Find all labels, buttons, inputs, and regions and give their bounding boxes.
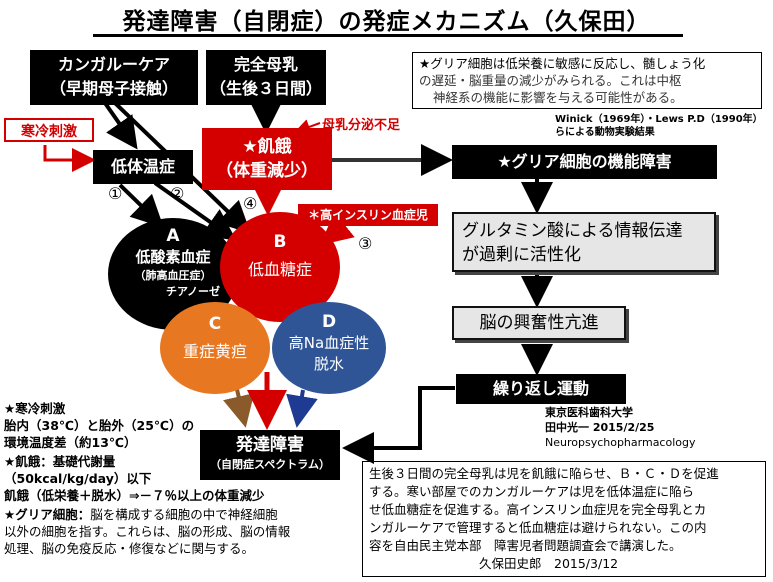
circle-c-jaundice: C 重症黄疸 [160, 302, 270, 394]
circle-a-line3: チアノーゼ [165, 285, 220, 298]
summary-line1: 生後３日間の完全母乳は児を飢餓に陥らせ、Ｂ・Ｃ・Ｄを促進 [369, 466, 719, 481]
kangaroo-care-line1: カンガルーケア [57, 55, 170, 74]
circle-c-line1: 重症黄疸 [182, 342, 247, 361]
tokyo-line3: Neuropsychopharmacology [545, 436, 696, 449]
summary-line3: せ低血糖症を促進する。高インスリン血症児を完全母乳とカ [369, 502, 707, 517]
hypothermia-box: 低体温症 [93, 150, 193, 184]
brain-excitability-box: 脳の興奮性亢進 [452, 306, 626, 340]
breast-milk-line1: 完全母乳 [233, 55, 298, 74]
glia-top-note-line2: の遅延・脳重量の減少がみられる。これは中枢 [419, 73, 682, 88]
breast-milk-box: 完全母乳 （生後３日間） [206, 50, 326, 105]
starv-line2: 飢餓（低栄養＋脱水）⇒－７％以上の体重減少 [4, 488, 265, 503]
marker-3: ③ [358, 234, 373, 253]
hyperinsulin-label: ＊高インスリン血症児 [298, 204, 438, 226]
circle-d-line1: 高Na血症性 [288, 334, 370, 352]
arrow-rep-dev [342, 386, 455, 464]
glia-top-note-line3: 神経系の機能に影響を与える可能性がある。 [433, 90, 683, 105]
kangaroo-care-line2: （早期母子接触） [49, 79, 178, 98]
summary-note: 生後３日間の完全母乳は児を飢餓に陥らせ、Ｂ・Ｃ・Ｄを促進 する。寒い部屋でのカン… [362, 461, 766, 577]
developmental-line1: 発達障害 [236, 435, 304, 455]
tokyo-line2: 田中光一 2015/2/25 [545, 421, 655, 434]
starv-line1: （50kcal/kg/day）以下 [4, 471, 152, 486]
circle-a-letter: A [166, 226, 180, 246]
repetitive-movement-box: 繰り返し運動 [456, 374, 626, 404]
cold-title: ★寒冷刺激 [4, 401, 66, 416]
tokyo-line1: 東京医科歯科大学 [545, 406, 633, 419]
arrow-hypo-b [153, 181, 237, 241]
circle-a-line2: （肺高血圧症） [134, 269, 212, 282]
glia-title: ★グリア細胞： [4, 507, 91, 522]
glutamate-box: グルタミン酸による情報伝達 が過剰に活性化 [452, 212, 716, 272]
winick-line2: らによる動物実験結果 [555, 127, 655, 138]
summary-line5: 容を自由民主党本部 障害児者問題調査会で講演した。 [369, 538, 682, 553]
glutamate-line1: グルタミン酸による情報伝達 [462, 221, 683, 241]
starv-title: ★飢餓：基礎代謝量 [4, 454, 116, 469]
circle-d-line2: 脱水 [313, 355, 344, 373]
developmental-disorder-box: 発達障害 （自閉症スペクトラム） [200, 430, 340, 480]
circle-b-line1: 低血糖症 [247, 260, 312, 279]
glia-dysfunction-box: ★グリア細胞の機能障害 [452, 145, 717, 179]
starvation-line1: ★飢餓 [242, 137, 292, 157]
glia-top-note: ★グリア細胞は低栄養に敏感に反応し、髄しょう化 の遅延・脳重量の減少がみられる。… [412, 52, 762, 109]
arrow-d-dev [286, 389, 318, 428]
glia-line3: 処理、脳の免疫反応・修復などに関与する。 [4, 541, 255, 556]
circle-c-letter: C [208, 314, 222, 334]
breast-milk-line2: （生後３日間） [209, 79, 322, 98]
summary-line2: する。寒い部屋でのカンガルーケアは児を低体温症に陥ら [369, 484, 695, 499]
left-notes: ★寒冷刺激 胎内（38℃）と胎外（25℃）の 環境温度差（約13℃） ★飢餓：基… [4, 400, 354, 557]
circle-d-dehydration: D 高Na血症性 脱水 [272, 302, 386, 394]
glia-top-note-line1: ★グリア細胞は低栄養に敏感に反応し、髄しょう化 [419, 56, 706, 71]
starvation-line2: （体重減少） [216, 161, 318, 181]
arrow-hypo-a [118, 183, 164, 228]
cold-stimulus-label: 寒冷刺激 [4, 118, 94, 142]
arrow-cold-hypo [43, 145, 96, 172]
kangaroo-care-box: カンガルーケア （早期母子接触） [30, 50, 198, 105]
circle-a-line1: 低酸素血症 [135, 248, 211, 266]
summary-signature: 久保田史郎 2015/3/12 [479, 556, 619, 571]
circle-d-letter: D [321, 312, 337, 332]
title-underline [93, 34, 683, 37]
cold-line2: 環境温度差（約13℃） [4, 435, 137, 450]
arrow-kangaroo-hypo [103, 101, 138, 150]
starvation-box: ★飢餓 （体重減少） [202, 128, 332, 190]
milk-shortage-label: 母乳分泌不足 [322, 118, 401, 133]
summary-line4: ンガルーケアで管理すると低血糖症は避けられない。この内 [369, 520, 707, 535]
glia-line2: 以外の細胞を指す。これらは、脳の形成、脳の情報 [4, 524, 291, 539]
page-title: 発達障害（自閉症）の発症メカニズム（久保田） [122, 9, 651, 35]
glia-def: ★グリア細胞：脳を構成する細胞の中で神経細胞 [4, 506, 354, 523]
cold-line1: 胎内（38℃）と胎外（25℃）の [4, 418, 195, 433]
glia-line1: 脳を構成する細胞の中で神経細胞 [90, 507, 278, 522]
tokyo-citation: 東京医科歯科大学 田中光一 2015/2/25 Neuropsychopharm… [545, 405, 696, 450]
winick-line1: Winick（1969年）・Lews P.D（1990年） [555, 114, 763, 125]
marker-1: ① [108, 184, 123, 203]
circle-b-letter: B [273, 232, 287, 252]
arrow-c-dev [223, 384, 255, 428]
glutamate-line2: が過剰に活性化 [462, 245, 581, 265]
marker-4: ④ [243, 194, 258, 213]
marker-2: ② [170, 184, 185, 203]
developmental-line2: （自閉症スペクトラム） [210, 458, 330, 471]
winick-citation: Winick（1969年）・Lews P.D（1990年） らによる動物実験結果 [555, 113, 763, 139]
